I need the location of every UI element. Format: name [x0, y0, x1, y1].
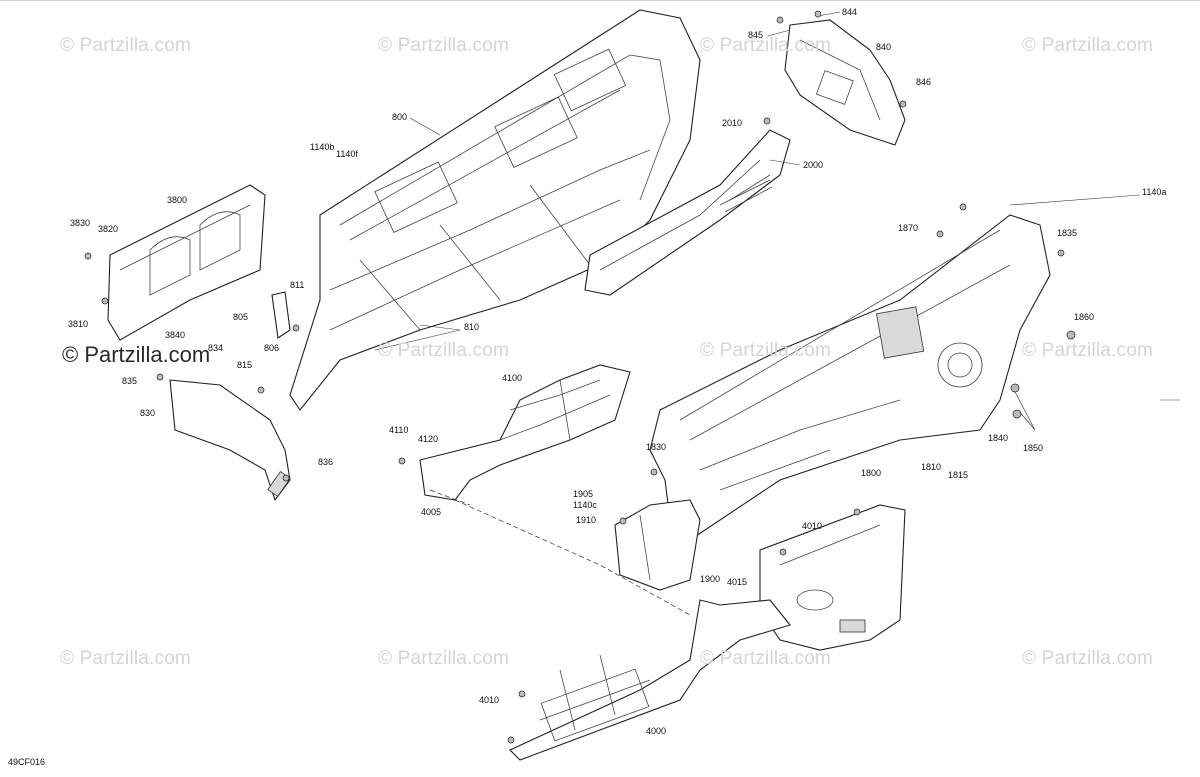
label-3800: 3800: [167, 195, 188, 205]
label-800: 800: [392, 112, 408, 122]
post-1910: [614, 499, 701, 591]
label-1830: 1830: [646, 442, 667, 452]
label-1870: 1870: [898, 223, 919, 233]
label-815: 815: [237, 360, 253, 370]
label-2000: 2000: [803, 160, 824, 170]
watermark-9: © Partzilla.com: [378, 648, 510, 669]
label-845: 845: [748, 30, 764, 40]
label-846: 846: [916, 77, 932, 87]
watermark-7: © Partzilla.com: [1022, 340, 1154, 361]
panel-3800: [107, 184, 266, 341]
label-1140c: 1140c: [573, 500, 597, 510]
watermark-8: © Partzilla.com: [60, 648, 192, 669]
duct-4100: [419, 364, 631, 501]
label-1860: 1860: [1074, 312, 1095, 322]
watermark-11: © Partzilla.com: [1022, 648, 1154, 669]
label-2010: 2010: [722, 118, 743, 128]
bracket-811: [271, 291, 291, 339]
watermark-2: © Partzilla.com: [378, 35, 510, 56]
duct-4000: [509, 599, 791, 761]
watermark-10: © Partzilla.com: [700, 648, 832, 669]
part-830: [169, 379, 291, 502]
label-3840: 3840: [165, 330, 186, 340]
label-836: 836: [318, 457, 334, 467]
diagram-code: 49CF016: [8, 757, 46, 767]
label-810: 810: [464, 322, 480, 332]
label-3820: 3820: [98, 224, 119, 234]
watermark-strong: © Partzilla.com: [62, 342, 211, 367]
label-4005: 4005: [421, 507, 442, 517]
label-1140a: 1140a: [1142, 187, 1167, 197]
label-4000: 4000: [646, 726, 667, 736]
label-1835: 1835: [1057, 228, 1078, 238]
label-834: 834: [208, 343, 224, 353]
watermark-6: © Partzilla.com: [700, 340, 832, 361]
fasteners: [84, 10, 1076, 744]
label-811: 811: [290, 280, 305, 290]
label-840: 840: [876, 42, 892, 52]
leader-lines: [0, 0, 1200, 431]
label-806: 806: [264, 343, 280, 353]
watermark-3: © Partzilla.com: [700, 35, 832, 56]
label-4100: 4100: [502, 373, 523, 383]
label-1815: 1815: [948, 470, 969, 480]
label-835: 835: [122, 376, 138, 386]
reference-line-b: [429, 489, 471, 506]
label-4010-upper: 4010: [802, 521, 823, 531]
label-844: 844: [842, 7, 858, 17]
label-1910: 1910: [576, 515, 597, 525]
label-1905: 1905: [573, 489, 594, 499]
label-4120: 4120: [418, 434, 439, 444]
frame-1800: [649, 214, 1051, 541]
label-1900: 1900: [700, 574, 721, 584]
label-1850: 1850: [1023, 443, 1044, 453]
panel-840: [784, 19, 906, 146]
label-4010-lower: 4010: [479, 695, 500, 705]
reference-line-a: [454, 499, 691, 616]
label-805: 805: [233, 312, 249, 322]
panel-800: [289, 9, 701, 411]
rail-2000: [584, 129, 791, 296]
panel-4010: [759, 504, 906, 651]
label-830: 830: [140, 408, 156, 418]
watermark-5: © Partzilla.com: [378, 340, 510, 361]
label-1840: 1840: [988, 433, 1009, 443]
label-3830: 3830: [70, 218, 91, 228]
label-1140f: 1140f: [336, 149, 358, 159]
label-1800: 1800: [861, 468, 882, 478]
label-1140b: 1140b: [310, 142, 335, 152]
label-4015: 4015: [727, 577, 748, 587]
watermark-1: © Partzilla.com: [60, 35, 192, 56]
watermark-4: © Partzilla.com: [1022, 35, 1154, 56]
label-1810: 1810: [921, 462, 942, 472]
label-3810: 3810: [68, 319, 89, 329]
label-4110: 4110: [389, 425, 409, 435]
